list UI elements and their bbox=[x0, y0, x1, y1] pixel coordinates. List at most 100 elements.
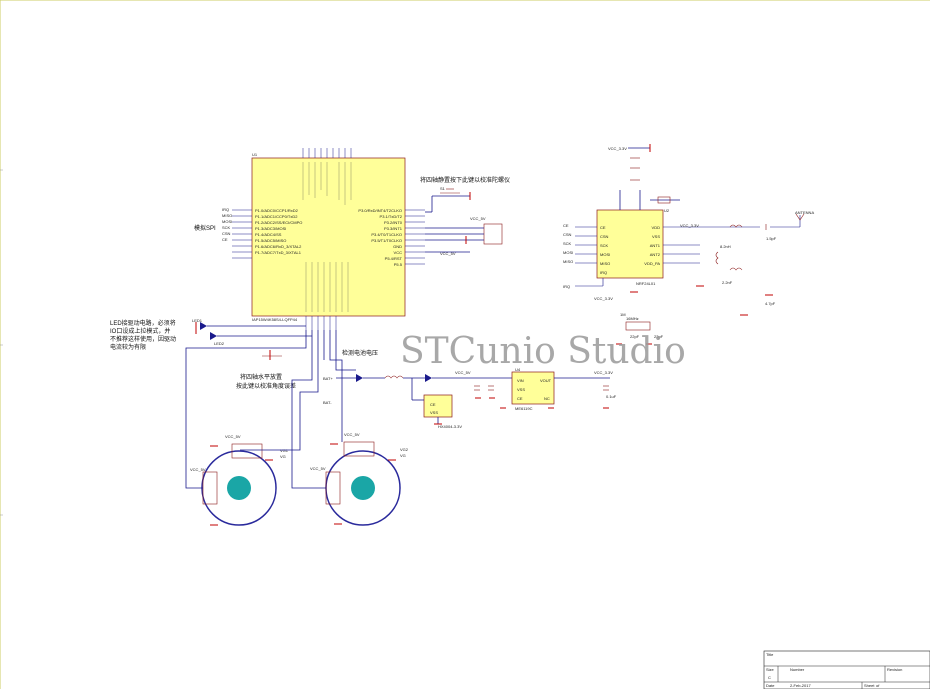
svg-text:of: of bbox=[876, 683, 880, 688]
svg-text:将四轴静置按下此键以校准陀螺仪: 将四轴静置按下此键以校准陀螺仪 bbox=[420, 176, 510, 184]
svg-text:22pF: 22pF bbox=[654, 334, 664, 339]
svg-text:16MHz: 16MHz bbox=[626, 316, 639, 321]
svg-text:U4: U4 bbox=[515, 367, 521, 372]
battery-note: 检测电池电压 bbox=[342, 349, 378, 357]
svg-text:GND: GND bbox=[393, 244, 402, 249]
led-section: LED接驱动电路，必须将 IO口设成上拉模式，并 不推荐这样使用，因驱动 电流较… bbox=[110, 318, 312, 351]
svg-text:VG1: VG1 bbox=[280, 448, 289, 453]
svg-text:VDD: VDD bbox=[652, 225, 661, 230]
svg-text:1M: 1M bbox=[620, 312, 626, 317]
title-block: Title Size C Number Revision Date 2-Feb-… bbox=[763, 650, 930, 690]
svg-text:VCC: VCC bbox=[394, 250, 403, 255]
svg-text:P1.2/ADC2/SS/ECI/CMPO: P1.2/ADC2/SS/ECI/CMPO bbox=[255, 220, 302, 225]
svg-text:VCC_3.3V: VCC_3.3V bbox=[594, 296, 613, 301]
svg-text:P1.0/ADC0/CCP1/RxD2: P1.0/ADC0/CCP1/RxD2 bbox=[255, 208, 299, 213]
svg-text:Revision: Revision bbox=[887, 667, 902, 672]
svg-text:MISO: MISO bbox=[222, 213, 232, 218]
svg-text:P3.1/TxD/T2: P3.1/TxD/T2 bbox=[380, 214, 403, 219]
svg-text:P1.4/ADC4/SS: P1.4/ADC4/SS bbox=[255, 232, 282, 237]
svg-text:VCC_3.3V: VCC_3.3V bbox=[594, 370, 613, 375]
svg-text:Size: Size bbox=[766, 667, 775, 672]
svg-text:MOSI: MOSI bbox=[600, 252, 610, 257]
svg-text:P1.1/ADC1/CCP0/TxD2: P1.1/ADC1/CCP0/TxD2 bbox=[255, 214, 298, 219]
svg-text:SCK: SCK bbox=[600, 243, 609, 248]
svg-text:IRQ: IRQ bbox=[563, 284, 570, 289]
svg-text:Number: Number bbox=[790, 667, 805, 672]
svg-text:CE: CE bbox=[430, 402, 436, 407]
power-section: BAT+ BAT- VCC_5V CE VSS HX4004-3.3V U4 V… bbox=[323, 367, 617, 429]
svg-text:8.2nH: 8.2nH bbox=[720, 244, 731, 249]
svg-text:VG: VG bbox=[280, 454, 286, 459]
svg-text:VSS: VSS bbox=[517, 387, 525, 392]
svg-text:0.1uF: 0.1uF bbox=[606, 394, 617, 399]
svg-text:CE: CE bbox=[517, 396, 523, 401]
svg-text:P5.4/RST: P5.4/RST bbox=[385, 256, 403, 261]
svg-text:NRF24L01: NRF24L01 bbox=[636, 281, 656, 286]
svg-text:BAT-: BAT- bbox=[323, 400, 332, 405]
header-connector: VCC_5V VCC_5V bbox=[425, 216, 503, 256]
svg-text:VOUT: VOUT bbox=[540, 378, 552, 383]
signal-wires bbox=[185, 330, 356, 489]
svg-text:P3.4/T0/T1CLKO: P3.4/T0/T1CLKO bbox=[371, 232, 402, 237]
svg-text:C: C bbox=[768, 675, 771, 680]
nrf-module: U2 NRF24L01 CE CSN SCK MOSI MISO IRQ VDD… bbox=[563, 144, 814, 345]
svg-text:VCC_5V: VCC_5V bbox=[344, 432, 360, 437]
mcu-u1: U1 IAP15W4K58S4-LQFP44 P1.0/ADC0/CCP1/Rx… bbox=[232, 148, 425, 330]
svg-text:VIN: VIN bbox=[517, 378, 524, 383]
svg-text:HX4004-3.3V: HX4004-3.3V bbox=[438, 424, 462, 429]
svg-text:U1: U1 bbox=[252, 152, 258, 157]
svg-text:BAT+: BAT+ bbox=[323, 376, 333, 381]
svg-text:VCC_5V: VCC_5V bbox=[225, 434, 241, 439]
level-note-1: 将四轴水平放置 bbox=[240, 373, 282, 381]
sensor-module-2: VCC_5V VCC_5V VG2 VG bbox=[310, 432, 409, 526]
svg-text:VG2: VG2 bbox=[400, 447, 409, 452]
svg-text:22pF: 22pF bbox=[630, 334, 640, 339]
sensor-module-1: VCC_5V VCC_5V VG1 VG bbox=[190, 434, 289, 526]
svg-text:VSS: VSS bbox=[652, 234, 660, 239]
svg-text:IAP15W4K58S4-LQFP44: IAP15W4K58S4-LQFP44 bbox=[252, 317, 298, 322]
svg-text:CSN: CSN bbox=[222, 231, 231, 236]
svg-text:CE: CE bbox=[222, 237, 228, 242]
svg-text:VSS: VSS bbox=[430, 410, 438, 415]
svg-text:CSN: CSN bbox=[563, 232, 572, 237]
svg-text:LED2: LED2 bbox=[214, 341, 225, 346]
svg-text:VCC_5V: VCC_5V bbox=[455, 370, 471, 375]
svg-text:VCC_5V: VCC_5V bbox=[470, 216, 486, 221]
spi-label: 模拟SPI bbox=[194, 224, 216, 232]
svg-text:P3.2/INT0: P3.2/INT0 bbox=[384, 220, 403, 225]
svg-text:ANT1: ANT1 bbox=[650, 243, 661, 248]
svg-text:P3.3/INT1: P3.3/INT1 bbox=[384, 226, 403, 231]
svg-text:VCC_3.3V: VCC_3.3V bbox=[608, 146, 627, 151]
svg-text:IO口设成上拉模式，并: IO口设成上拉模式，并 bbox=[110, 327, 170, 335]
svg-text:SCK: SCK bbox=[222, 225, 231, 230]
level-note-2: 按此键以校准角度误差 bbox=[236, 382, 296, 390]
svg-text:VCC_5V: VCC_5V bbox=[190, 467, 206, 472]
svg-text:2.2nF: 2.2nF bbox=[722, 280, 733, 285]
svg-text:P3.5/T1/T0CLKO: P3.5/T1/T0CLKO bbox=[371, 238, 402, 243]
svg-text:IRQ: IRQ bbox=[600, 270, 607, 275]
svg-text:Date: Date bbox=[766, 683, 775, 688]
svg-text:U2: U2 bbox=[664, 208, 670, 213]
svg-text:CSN: CSN bbox=[600, 234, 609, 239]
svg-text:LED1: LED1 bbox=[192, 318, 203, 323]
svg-text:NC: NC bbox=[544, 396, 550, 401]
svg-text:Title: Title bbox=[766, 652, 774, 657]
svg-text:电流较为有限: 电流较为有限 bbox=[110, 343, 146, 351]
svg-text:2-Feb-2017: 2-Feb-2017 bbox=[790, 683, 811, 688]
svg-text:1.5pF: 1.5pF bbox=[766, 236, 777, 241]
svg-text:SCK: SCK bbox=[563, 241, 572, 246]
svg-text:MOSI: MOSI bbox=[563, 250, 573, 255]
svg-text:P3.0/RxD/INT4/T2CLKO: P3.0/RxD/INT4/T2CLKO bbox=[358, 208, 402, 213]
svg-text:Sheet: Sheet bbox=[864, 683, 875, 688]
svg-text:CE: CE bbox=[600, 225, 606, 230]
svg-text:VCC_5V: VCC_5V bbox=[440, 251, 456, 256]
svg-text:CE: CE bbox=[563, 223, 569, 228]
svg-text:P1.6/ADC6/RxD_3/XTAL2: P1.6/ADC6/RxD_3/XTAL2 bbox=[255, 244, 302, 249]
svg-text:P5.5: P5.5 bbox=[394, 262, 403, 267]
svg-text:ANT2: ANT2 bbox=[650, 252, 661, 257]
svg-text:P1.3/ADC3/MOSI: P1.3/ADC3/MOSI bbox=[255, 226, 286, 231]
svg-text:MISO: MISO bbox=[600, 261, 610, 266]
svg-text:VCC_5V: VCC_5V bbox=[310, 466, 326, 471]
